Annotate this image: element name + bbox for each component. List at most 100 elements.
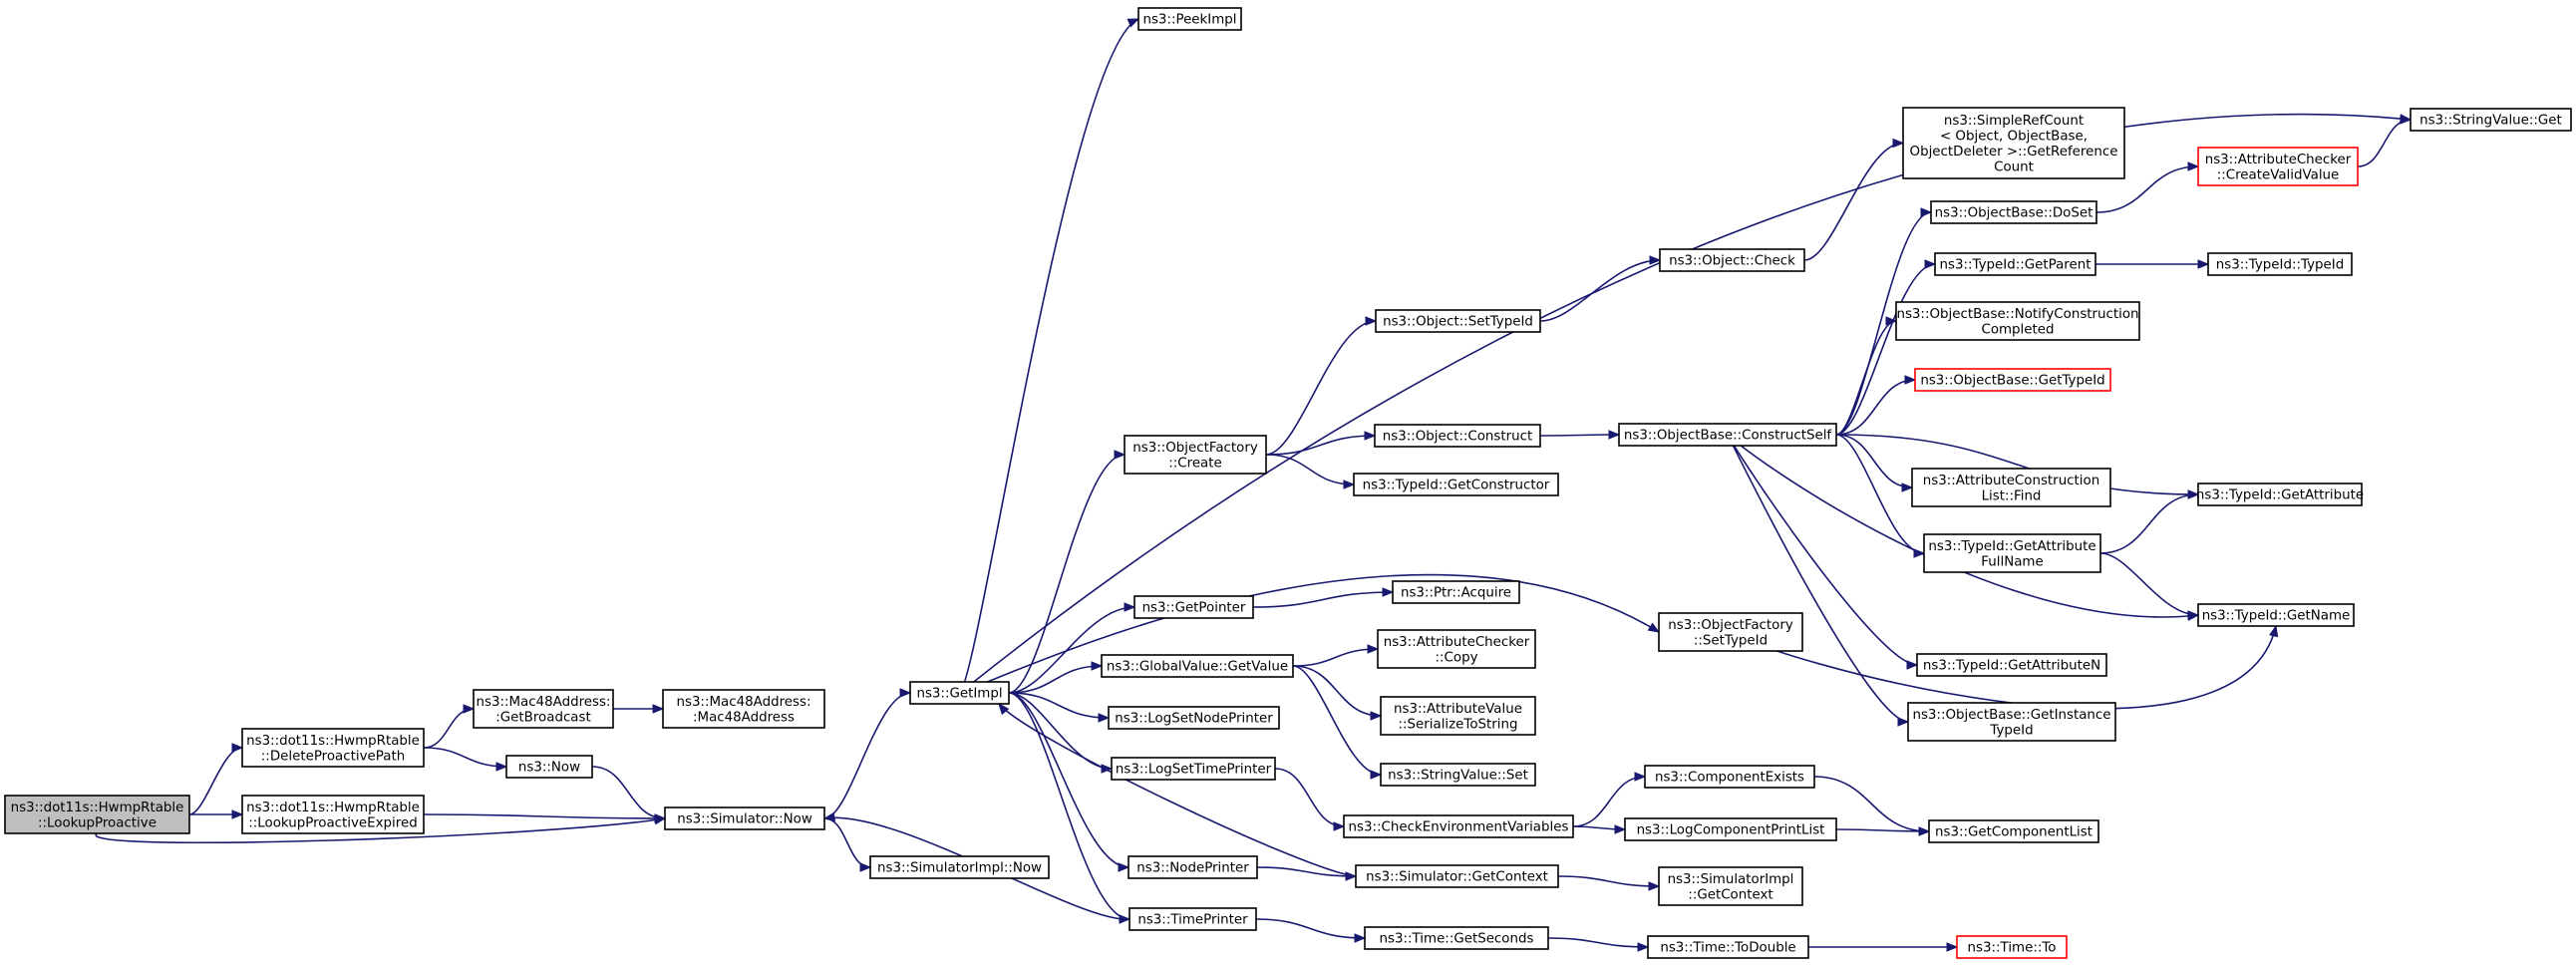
call-edge-lookup-proactive-to-delete-proactive-path bbox=[188, 743, 244, 815]
node-label-line: ::GetContext bbox=[1688, 887, 1772, 902]
node-label-line: ns3::StringValue::Set bbox=[1388, 769, 1528, 784]
node-get-component-list[interactable]: ns3::GetComponentList bbox=[1928, 819, 2099, 843]
edge-arrowhead bbox=[1892, 138, 1905, 149]
node-string-value-get[interactable]: ns3::StringValue::Get bbox=[2410, 108, 2572, 132]
node-type-id-get-attribute[interactable]: ns3::TypeId::GetAttribute bbox=[2196, 483, 2364, 506]
edge-arrowhead bbox=[2197, 259, 2210, 269]
node-object-base-construct-self[interactable]: ns3::ObjectBase::ConstructSelf bbox=[1618, 423, 1837, 447]
node-now[interactable]: ns3::Now bbox=[505, 755, 593, 779]
node-string-value-set[interactable]: ns3::StringValue::Set bbox=[1380, 763, 1536, 787]
node-simulator-impl-now[interactable]: ns3::SimulatorImpl::Now bbox=[869, 855, 1050, 879]
call-edge-object-check-to-simple-ref-count bbox=[1803, 138, 1905, 261]
node-simulator-impl-get-context[interactable]: ns3::SimulatorImpl::GetContext bbox=[1658, 866, 1803, 906]
edge-line bbox=[1008, 454, 1126, 694]
node-label-line: ns3::GetPointer bbox=[1142, 601, 1246, 616]
node-label-line: ns3::ObjectBase::NotifyConstruction bbox=[1896, 307, 2138, 322]
node-simulator-get-context[interactable]: ns3::Simulator::GetContext bbox=[1355, 864, 1559, 888]
node-box bbox=[1364, 926, 1549, 950]
node-label-line: ns3::Mac48Address: bbox=[476, 695, 610, 710]
node-lookup-proactive[interactable]: ns3::dot11s::HwmpRtable::LookupProactive bbox=[4, 795, 190, 834]
node-type-id-get-parent[interactable]: ns3::TypeId::GetParent bbox=[1934, 252, 2096, 276]
node-get-pointer[interactable]: ns3::GetPointer bbox=[1133, 595, 1254, 619]
node-label-line: ns3::ObjectFactory bbox=[1132, 441, 1258, 456]
node-global-value-get-value[interactable]: ns3::GlobalValue::GetValue bbox=[1101, 654, 1294, 678]
node-peek-impl[interactable]: ns3::PeekImpl bbox=[1137, 7, 1242, 31]
node-time-to-double[interactable]: ns3::Time::ToDouble bbox=[1647, 935, 1809, 959]
node-simple-ref-count[interactable]: ns3::SimpleRefCount< Object, ObjectBase,… bbox=[1902, 107, 2125, 179]
node-label-line: ns3::Time::ToDouble bbox=[1660, 941, 1795, 956]
node-log-component-print-list[interactable]: ns3::LogComponentPrintList bbox=[1624, 817, 1837, 841]
node-box bbox=[1659, 248, 1805, 272]
call-edge-get-impl-to-get-pointer bbox=[1008, 602, 1136, 694]
call-edge-object-factory-create-to-object-set-type-id bbox=[1265, 316, 1378, 456]
node-log-set-node-printer[interactable]: ns3::LogSetNodePrinter bbox=[1108, 706, 1280, 730]
node-object-base-notify[interactable]: ns3::ObjectBase::NotifyConstructionCompl… bbox=[1895, 301, 2140, 341]
node-label-line: ns3::dot11s::HwmpRtable bbox=[246, 734, 420, 749]
edge-arrowhead bbox=[1367, 644, 1380, 654]
node-type-id-get-constructor[interactable]: ns3::TypeId::GetConstructor bbox=[1353, 473, 1559, 496]
node-object-factory-set-type-id[interactable]: ns3::ObjectFactory::SetTypeId bbox=[1658, 612, 1803, 652]
node-attribute-value-serialize[interactable]: ns3::AttributeValue::SerializeToString bbox=[1380, 696, 1536, 736]
node-time-to[interactable]: ns3::Time::To bbox=[1956, 935, 2068, 959]
node-simulator-now[interactable]: ns3::Simulator::Now bbox=[664, 806, 825, 830]
edge-line bbox=[1803, 142, 1904, 261]
node-label-line: ns3::dot11s::HwmpRtable bbox=[246, 801, 420, 815]
edge-arrowhead bbox=[654, 813, 667, 823]
node-object-base-get-type-id[interactable]: ns3::ObjectBase::GetTypeId bbox=[1914, 368, 2111, 392]
call-edge-check-environment-variables-to-log-component-print-list bbox=[1572, 824, 1627, 834]
call-edge-time-get-seconds-to-time-to-double bbox=[1547, 937, 1650, 952]
edge-arrowhead bbox=[1946, 942, 1959, 952]
edge-line bbox=[823, 817, 871, 868]
call-edge-object-construct-to-object-base-construct-self bbox=[1539, 430, 1621, 440]
edge-arrowhead bbox=[1343, 480, 1356, 489]
node-log-set-time-printer[interactable]: ns3::LogSetTimePrinter bbox=[1111, 757, 1276, 781]
node-component-exists[interactable]: ns3::ComponentExists bbox=[1644, 765, 1815, 789]
node-label-line: ns3::ObjectBase::GetInstance bbox=[1912, 708, 2110, 723]
node-box bbox=[1647, 935, 1809, 959]
call-edge-now-to-simulator-now bbox=[591, 766, 667, 823]
node-box bbox=[1911, 468, 2111, 507]
edge-line bbox=[1813, 776, 1930, 832]
node-object-set-type-id[interactable]: ns3::Object::SetTypeId bbox=[1375, 309, 1541, 333]
edge-arrowhead bbox=[1885, 316, 1898, 326]
node-box bbox=[1128, 907, 1257, 931]
node-object-factory-create[interactable]: ns3::ObjectFactory::Create bbox=[1124, 435, 1267, 475]
node-delete-proactive-path[interactable]: ns3::dot11s::HwmpRtable::DeleteProactive… bbox=[241, 728, 425, 768]
node-label-line: ns3::SimpleRefCount bbox=[1944, 114, 2084, 129]
call-edge-log-component-print-list-to-get-component-list bbox=[1835, 826, 1931, 836]
node-label-line: ns3::TypeId::GetConstructor bbox=[1363, 479, 1550, 493]
node-attribute-checker-copy[interactable]: ns3::AttributeChecker::Copy bbox=[1377, 629, 1536, 669]
node-object-check[interactable]: ns3::Object::Check bbox=[1659, 248, 1805, 272]
node-type-id-get-name[interactable]: ns3::TypeId::GetName bbox=[2197, 603, 2355, 627]
node-get-broadcast[interactable]: ns3::Mac48Address::GetBroadcast bbox=[473, 689, 614, 729]
call-edge-object-base-construct-self-to-type-id-get-name bbox=[1727, 434, 2200, 621]
node-attribute-checker-create-valid-value[interactable]: ns3::AttributeChecker::CreateValidValue bbox=[2197, 147, 2359, 186]
node-label-line: ::SerializeToString bbox=[1399, 717, 1518, 732]
node-node-printer[interactable]: ns3::NodePrinter bbox=[1127, 855, 1258, 879]
edge-line bbox=[1255, 918, 1366, 939]
node-lookup-proactive-expired[interactable]: ns3::dot11s::HwmpRtable::LookupProactive… bbox=[241, 795, 425, 834]
node-type-id-type-id[interactable]: ns3::TypeId::TypeId bbox=[2207, 252, 2353, 276]
node-get-impl[interactable]: ns3::GetImpl bbox=[909, 681, 1010, 705]
edge-arrowhead bbox=[2269, 624, 2279, 638]
node-mac48-address[interactable]: ns3::Mac48Address::Mac48Address bbox=[662, 689, 825, 729]
node-type-id-get-attribute-n[interactable]: ns3::TypeId::GetAttributeN bbox=[1916, 653, 2107, 677]
node-time-get-seconds[interactable]: ns3::Time::GetSeconds bbox=[1364, 926, 1549, 950]
call-edge-simulator-get-context-to-get-impl bbox=[998, 702, 1357, 877]
edge-line bbox=[1008, 692, 1110, 719]
node-ptr-acquire[interactable]: ns3::Ptr::Acquire bbox=[1392, 580, 1520, 604]
call-edge-object-base-construct-self-to-type-id-get-attribute-full-name bbox=[1835, 434, 1926, 558]
node-label-line: ns3::GlobalValue::GetValue bbox=[1107, 660, 1288, 675]
call-edge-simulator-now-to-get-impl bbox=[823, 688, 912, 819]
node-label-line: ns3::TypeId::GetName bbox=[2202, 609, 2351, 624]
node-object-construct[interactable]: ns3::Object::Construct bbox=[1374, 424, 1541, 448]
call-edge-global-value-get-value-to-attribute-checker-copy bbox=[1292, 644, 1380, 667]
edge-line bbox=[1572, 776, 1646, 827]
node-time-printer[interactable]: ns3::TimePrinter bbox=[1128, 907, 1257, 931]
node-object-base-do-set[interactable]: ns3::ObjectBase::DoSet bbox=[1930, 200, 2097, 224]
node-check-environment-variables[interactable]: ns3::CheckEnvironmentVariables bbox=[1343, 814, 1574, 838]
node-label-line: Count bbox=[1994, 160, 2034, 174]
